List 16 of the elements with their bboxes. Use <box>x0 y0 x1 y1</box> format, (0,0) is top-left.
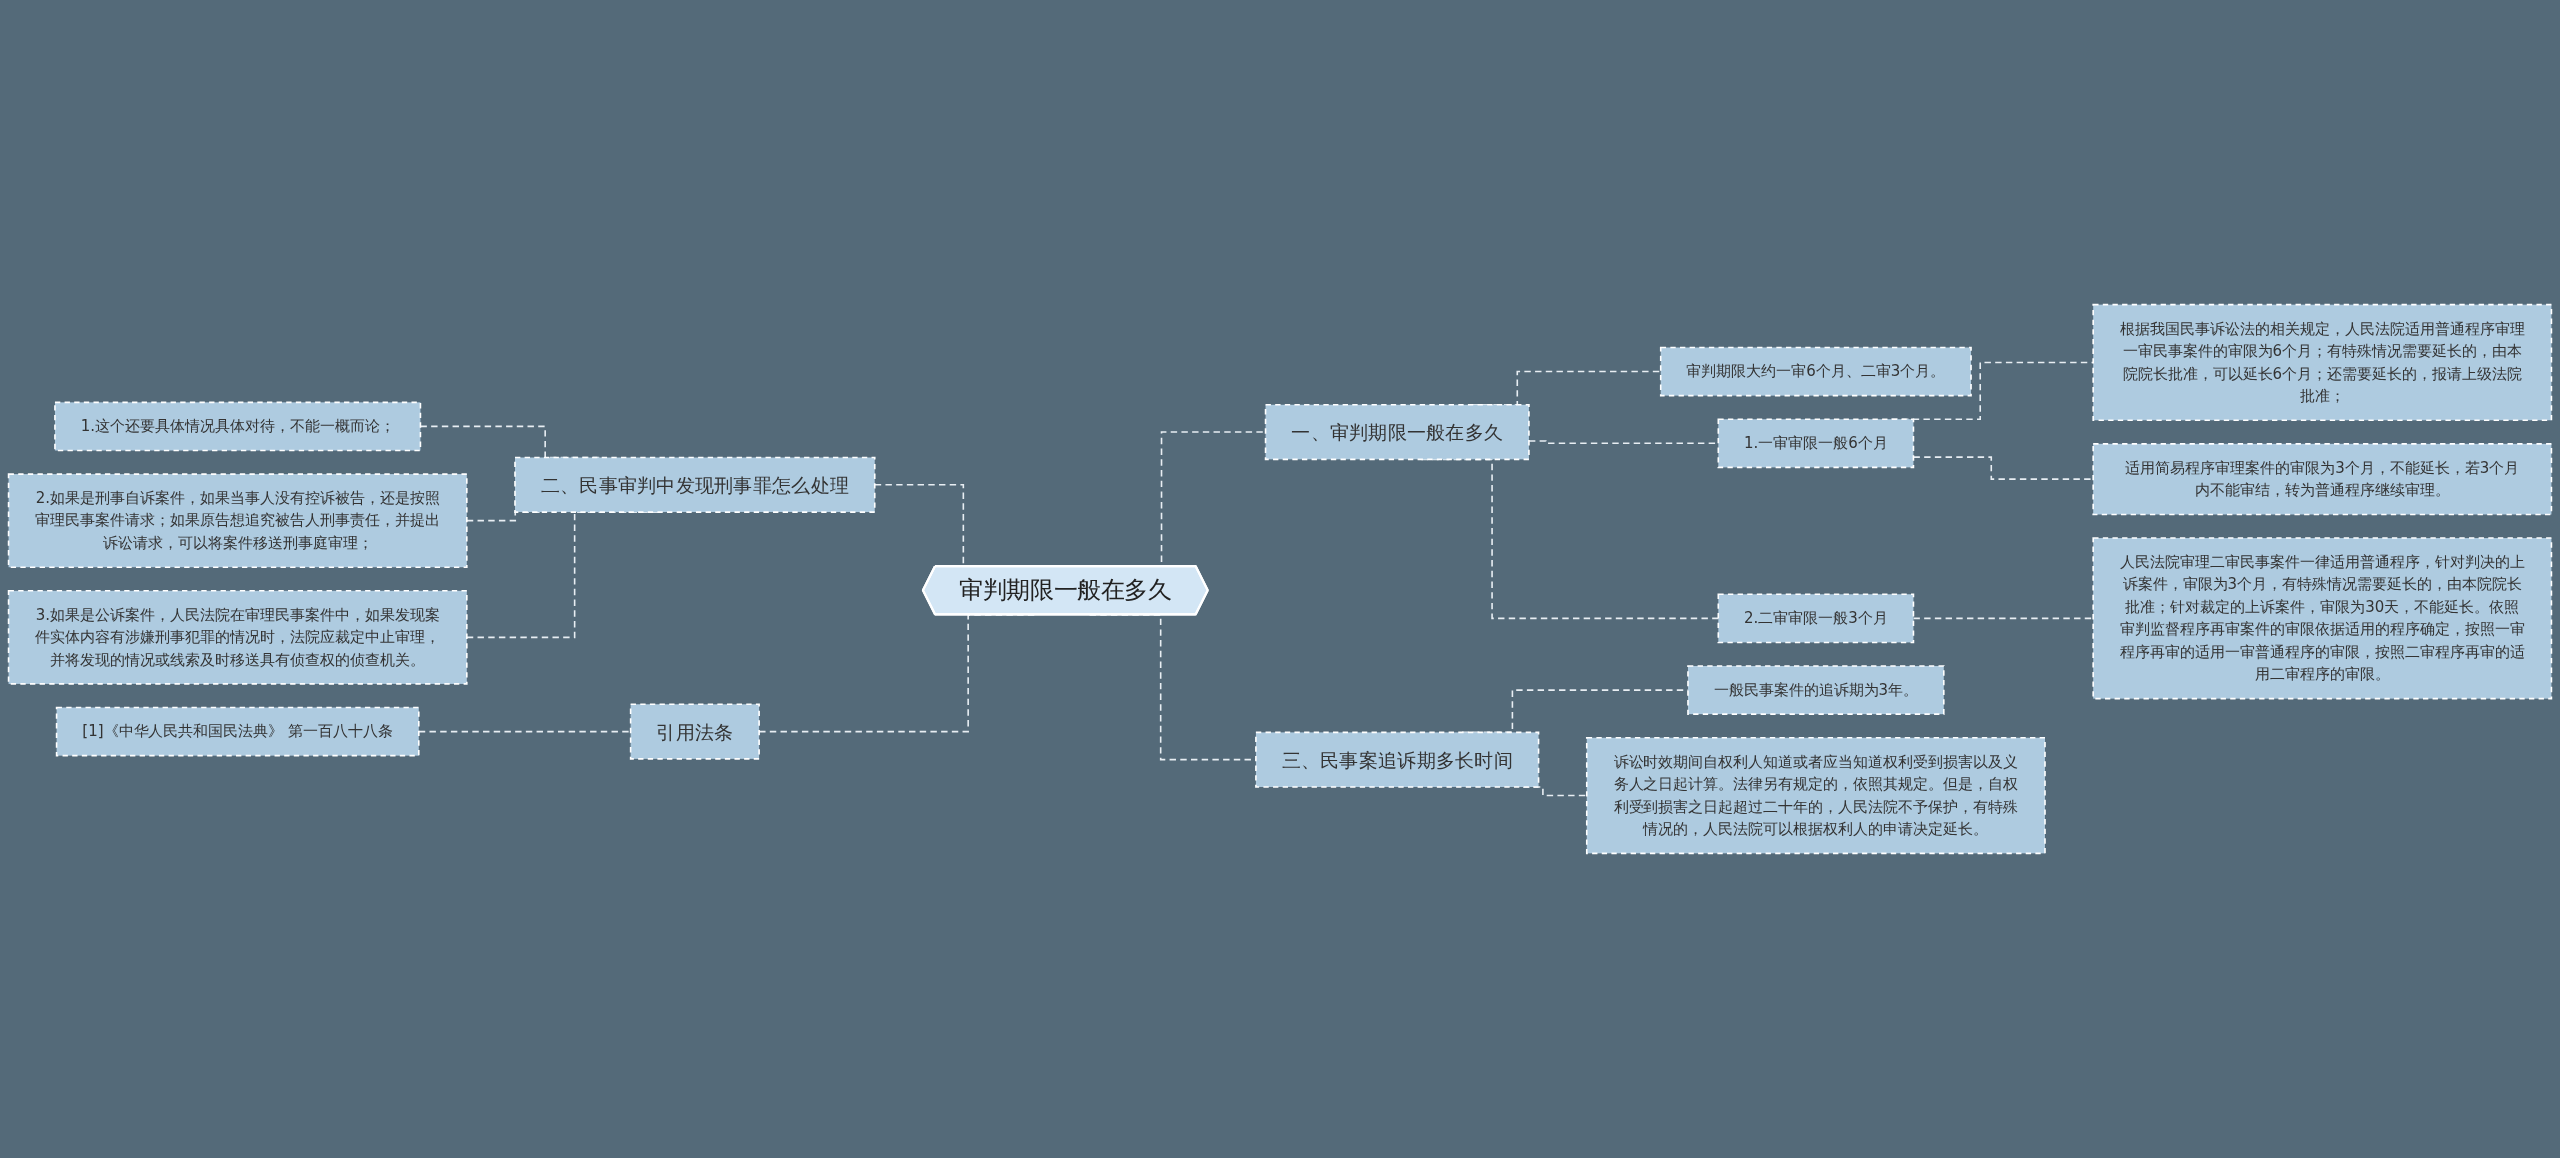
node-box: 适用简易程序审理案件的审限为3个月，不能延长，若3个月内不能审结，转为普通程序继续审理。 <box>2092 443 2553 516</box>
node-box: 根据我国民事诉讼法的相关规定，人民法院适用普通程序审理一审民事案件的审限为6个月；有特殊情况需要延长的，由本院院长批准，可以延长6个月；还需要延长的，报请上级法院批准； <box>2092 303 2553 422</box>
node-box: 1.这个还要具体情况具体对待，不能一概而论； <box>54 401 422 452</box>
node-box: 一、审判期限一般在多久 <box>1264 403 1530 461</box>
node-box: 引用法条 <box>629 703 760 760</box>
node-box: 1.一审审限一般6个月 <box>1717 418 1915 469</box>
node-box: 2.如果是刑事自诉案件，如果当事人没有控诉被告，还是按照审理民事案件请求；如果原告想追究被告人刑事责任，并提出诉讼请求，可以将案件移送刑事庭审理； <box>7 473 468 569</box>
node-box: 2.二审审限一般3个月 <box>1717 593 1915 644</box>
node-box: 二、民事审判中发现刑事罪怎么处理 <box>514 456 876 513</box>
node-box: [1]《中华人民共和国民法典》 第一百八十八条 <box>55 706 420 757</box>
node-box: 人民法院审理二审民事案件一律适用普通程序，针对判决的上诉案件，审限为3个月，有特殊情况需要延长的，由本院院长批准；针对裁定的上诉案件，审限为30天，不能延长。依照审判监督程序再审案件的审限依据适用的程序确定，按照一审程序再审的适用一审普通程序的审限，按照二审程序再审的适用二审程序的审限。 <box>2092 537 2553 700</box>
node-box: 三、民事案追诉期多长时间 <box>1255 731 1540 788</box>
node-box: 诉讼时效期间自权利人知道或者应当知道权利受到损害以及义务人之日起计算。法律另有规定的，依照其规定。但是，自权利受到损害之日起超过二十年的，人民法院不予保护，有特殊情况的，人民法院可以根据权利人的申请决定延长。 <box>1585 736 2046 855</box>
node-box: 3.如果是公诉案件，人民法院在审理民事案件中，如果发现案件实体内容有涉嫌刑事犯罪的情况时，法院应裁定中止审理，并将发现的情况或线索及时移送具有侦查权的侦查机关。 <box>7 589 468 685</box>
node-box: 一般民事案件的追诉期为3年。 <box>1687 665 1945 715</box>
node-box: 审判期限大约一审6个月、二审3个月。 <box>1659 346 1972 397</box>
